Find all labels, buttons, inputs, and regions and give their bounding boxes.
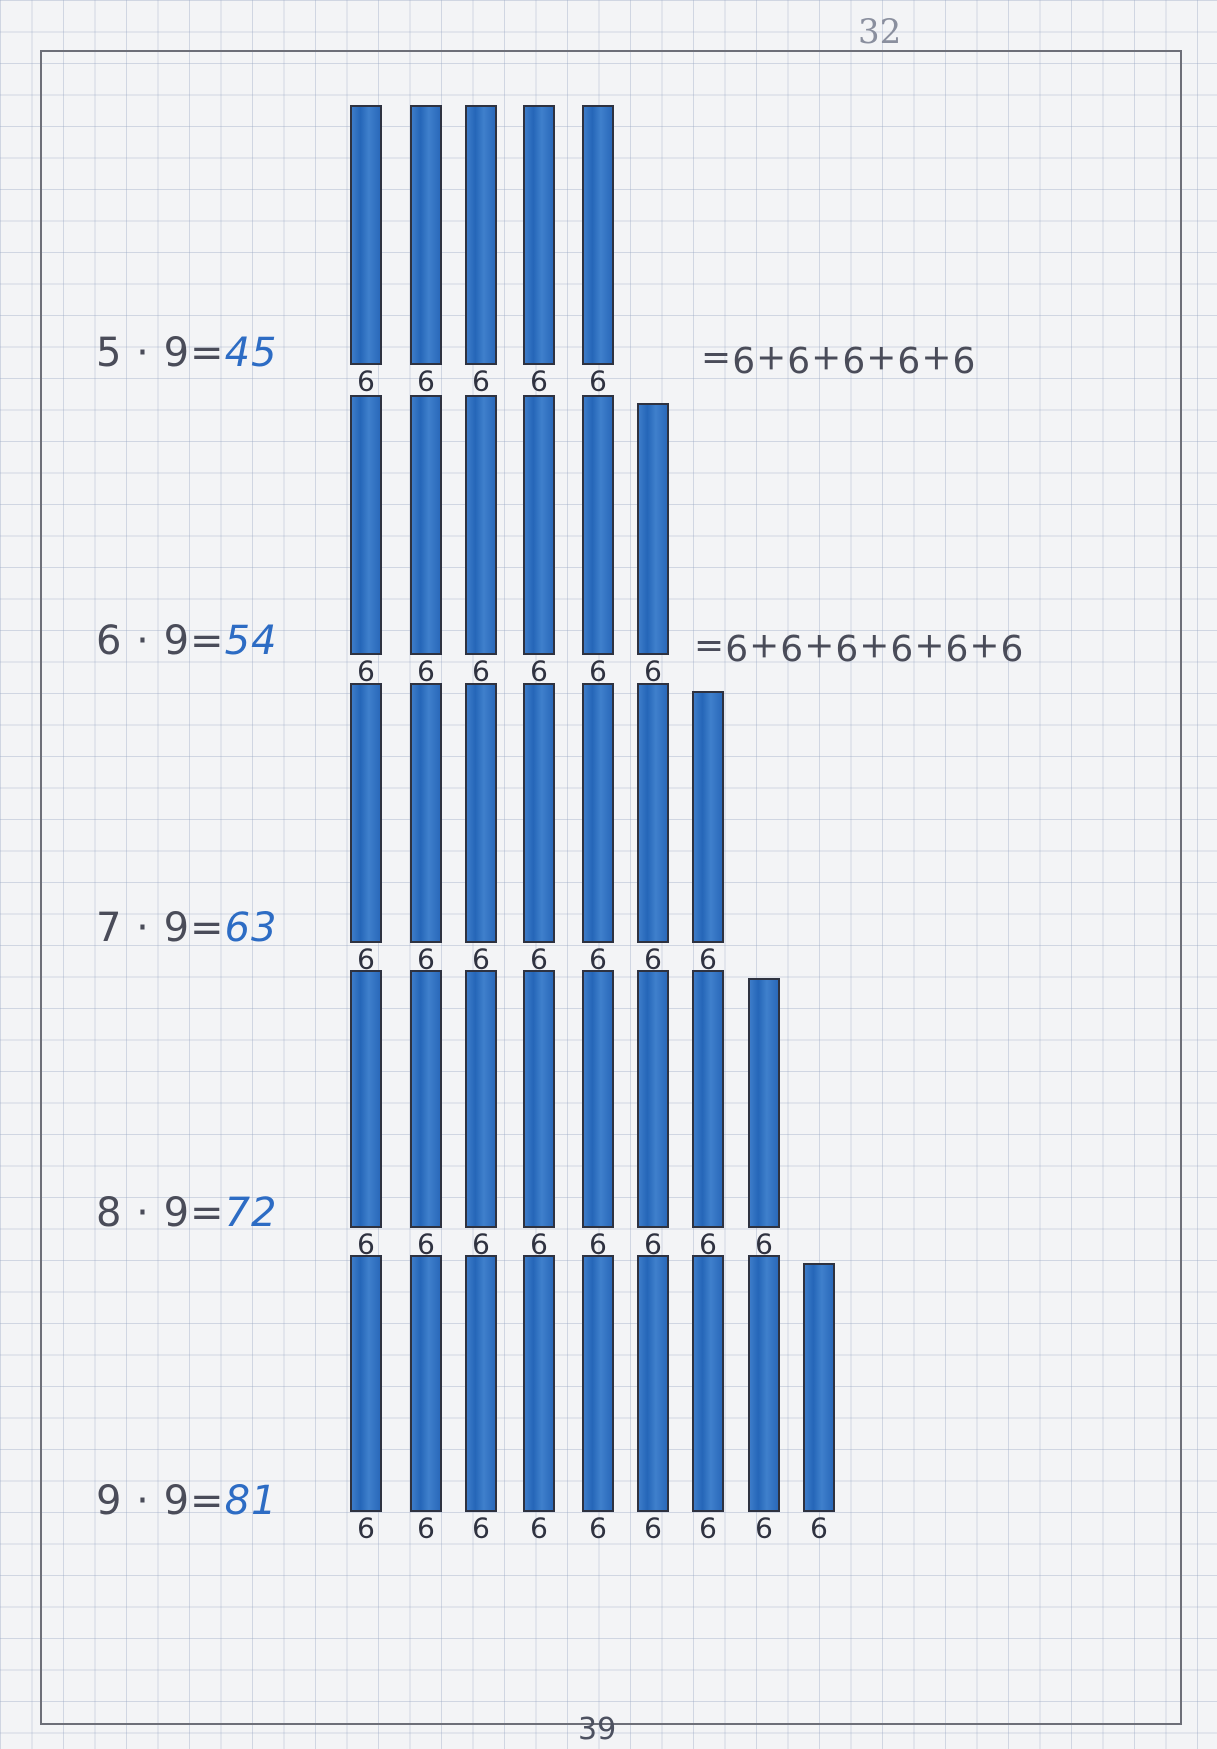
bar-row3-5 xyxy=(582,683,614,943)
bar-row2-6 xyxy=(637,403,669,655)
equation-result: 54 xyxy=(225,618,278,664)
equation-result: 45 xyxy=(225,330,278,376)
bar-label: 9 xyxy=(466,366,496,394)
equation-4: 8 · 9=72 xyxy=(96,1190,277,1236)
equation-factors: 6 · 9= xyxy=(96,618,225,664)
bar-label: 9 xyxy=(693,1229,723,1257)
bar-label: 9 xyxy=(638,1513,668,1541)
bar-row2-4 xyxy=(523,395,555,655)
bar-row4-4 xyxy=(523,970,555,1228)
bar-label: 9 xyxy=(749,1229,779,1257)
bar-row5-4 xyxy=(523,1255,555,1512)
equation-1: 5 · 9=45 xyxy=(96,330,277,376)
equation-factors: 8 · 9= xyxy=(96,1190,225,1236)
bar-label: 9 xyxy=(524,1513,554,1541)
bar-row4-1 xyxy=(350,970,382,1228)
equation-result: 63 xyxy=(225,905,278,951)
bar-row3-4 xyxy=(523,683,555,943)
bar-label: 9 xyxy=(466,944,496,972)
bar-row4-7 xyxy=(692,970,724,1228)
bar-row5-5 xyxy=(582,1255,614,1512)
bar-row4-2 xyxy=(410,970,442,1228)
bar-row1-5 xyxy=(582,105,614,365)
bar-label: 9 xyxy=(804,1513,834,1541)
equation-2: 6 · 9=54 xyxy=(96,618,277,664)
bar-label: 9 xyxy=(583,1513,613,1541)
bar-label: 9 xyxy=(693,944,723,972)
bar-label: 9 xyxy=(693,1513,723,1541)
bar-row5-3 xyxy=(465,1255,497,1512)
equation-3: 7 · 9=63 xyxy=(96,905,277,951)
bar-row4-3 xyxy=(465,970,497,1228)
bar-row5-7 xyxy=(692,1255,724,1512)
bar-row5-9 xyxy=(803,1263,835,1512)
bar-label: 9 xyxy=(749,1513,779,1541)
bar-row4-5 xyxy=(582,970,614,1228)
bar-label: 9 xyxy=(351,1229,381,1257)
bar-row1-1 xyxy=(350,105,382,365)
bar-label: 9 xyxy=(411,656,441,684)
header-mark: 32 xyxy=(858,12,901,52)
bar-row2-1 xyxy=(350,395,382,655)
bar-label: 9 xyxy=(411,366,441,394)
bar-label: 9 xyxy=(351,1513,381,1541)
equation-5: 9 · 9=81 xyxy=(96,1478,277,1524)
bar-label: 9 xyxy=(524,366,554,394)
bar-label: 9 xyxy=(351,656,381,684)
bar-label: 9 xyxy=(638,1229,668,1257)
addition-sum-1: 9+9+9+9+9= xyxy=(700,338,975,379)
bar-label: 9 xyxy=(583,944,613,972)
bar-label: 9 xyxy=(524,944,554,972)
bar-row2-2 xyxy=(410,395,442,655)
bar-row1-3 xyxy=(465,105,497,365)
equation-factors: 9 · 9= xyxy=(96,1478,225,1524)
equation-result: 72 xyxy=(225,1190,278,1236)
bar-row2-5 xyxy=(582,395,614,655)
bar-label: 9 xyxy=(411,944,441,972)
bar-label: 9 xyxy=(351,944,381,972)
equation-factors: 5 · 9= xyxy=(96,330,225,376)
bar-row3-1 xyxy=(350,683,382,943)
bar-label: 9 xyxy=(524,1229,554,1257)
addition-sum-2: 9+9+9+9+9+9= xyxy=(693,626,1023,667)
bar-label: 9 xyxy=(638,656,668,684)
bar-row2-3 xyxy=(465,395,497,655)
equation-result: 81 xyxy=(225,1478,278,1524)
bar-row5-6 xyxy=(637,1255,669,1512)
bar-row3-6 xyxy=(637,683,669,943)
bar-row1-2 xyxy=(410,105,442,365)
bar-row5-8 xyxy=(748,1255,780,1512)
bar-label: 9 xyxy=(638,944,668,972)
bar-label: 9 xyxy=(411,1229,441,1257)
bar-row5-2 xyxy=(410,1255,442,1512)
bar-row4-6 xyxy=(637,970,669,1228)
bar-row3-2 xyxy=(410,683,442,943)
bar-row5-1 xyxy=(350,1255,382,1512)
bar-label: 9 xyxy=(524,656,554,684)
bar-row4-8 xyxy=(748,978,780,1228)
bar-label: 9 xyxy=(583,1229,613,1257)
bar-label: 9 xyxy=(351,366,381,394)
bar-row3-3 xyxy=(465,683,497,943)
equation-factors: 7 · 9= xyxy=(96,905,225,951)
bar-label: 9 xyxy=(466,1513,496,1541)
bar-row3-7 xyxy=(692,691,724,943)
bar-row1-4 xyxy=(523,105,555,365)
page-number: 39 xyxy=(578,1712,616,1747)
bar-label: 9 xyxy=(466,1229,496,1257)
bar-label: 9 xyxy=(466,656,496,684)
bar-label: 9 xyxy=(583,656,613,684)
bar-label: 9 xyxy=(583,366,613,394)
bar-label: 9 xyxy=(411,1513,441,1541)
